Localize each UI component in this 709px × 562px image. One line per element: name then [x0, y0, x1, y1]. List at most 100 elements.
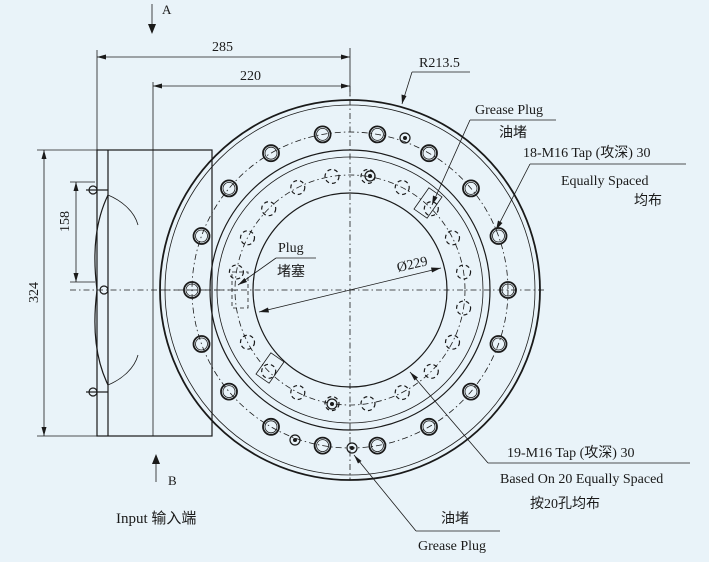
callout-tap-inner: 19-M16 Tap (攻深) 30 Based On 20 Equally S…: [409, 371, 690, 512]
outer-tap-hole: [499, 281, 517, 299]
outer-tap-hole: [368, 436, 387, 455]
inner-tap-hole: [261, 363, 277, 379]
grease-plug-dot: [330, 402, 334, 406]
tap-outer-line3: 均布: [634, 193, 662, 209]
tap-outer-line2: Equally Spaced: [561, 174, 648, 189]
outer-tap-hole: [489, 227, 508, 245]
inner-tap-hole: [324, 396, 340, 412]
grease-plug-marker: [399, 132, 411, 144]
inner-tap-hole: [394, 179, 410, 196]
plug-cn: 堵塞: [277, 263, 305, 280]
callout-grease-plug-top: Grease Plug 油堵: [431, 103, 556, 206]
grease-plug-marker: [364, 170, 376, 182]
diameter-text: Ø229: [396, 254, 430, 276]
inner-tap-hole: [290, 179, 306, 196]
inner-tap-hole: [290, 384, 306, 401]
inner-tap-hole: [239, 334, 256, 350]
outer-tap-hole: [420, 417, 438, 436]
tap-inner-line2: Based On 20 Equally Spaced: [500, 472, 663, 487]
dimension-324-text: 324: [27, 282, 42, 303]
inner-tap-hole: [444, 230, 461, 246]
tap-outer-line1: 18-M16 Tap (攻深) 30: [523, 145, 650, 161]
dimension-diameter: Ø229: [396, 254, 430, 276]
plug-en: Plug: [278, 241, 304, 256]
dimension-220-text: 220: [240, 69, 261, 84]
inner-tap-hole: [394, 384, 410, 401]
grease-plug-top-en: Grease Plug: [475, 103, 543, 118]
outer-tap-hole-thread: [185, 283, 199, 297]
outer-tap-hole: [183, 281, 201, 299]
dimension-285-text: 285: [212, 40, 233, 55]
tap-inner-line3: 按20孔均布: [530, 496, 600, 512]
outer-tap-hole-thread: [422, 420, 436, 434]
inner-tap-hole: [444, 334, 461, 350]
diameter-arrow-left: [259, 307, 269, 313]
radius-text: R213.5: [419, 56, 460, 71]
grease-channel-bottom: [255, 352, 285, 384]
dimension-324: 324: [27, 149, 100, 437]
outer-tap-hole: [220, 382, 238, 401]
grease-plug-top-cn: 油堵: [499, 125, 527, 141]
outer-tap-hole: [262, 144, 280, 163]
outer-tap-hole-thread: [464, 385, 478, 399]
inner-tap-hole: [239, 230, 256, 246]
outer-tap-hole-thread: [422, 146, 436, 160]
inner-tap-hole: [423, 201, 439, 217]
plug-section: [231, 271, 249, 309]
dimension-158-text: 158: [58, 211, 73, 232]
inner-bolt-circle: [234, 174, 466, 406]
outer-tap-hole: [192, 227, 211, 245]
section-b-label: B: [168, 473, 177, 488]
grease-plug-marker: [289, 434, 301, 446]
section-marker-b: B: [152, 454, 177, 488]
outer-tap-hole-thread: [370, 127, 384, 141]
callout-tap-outer: 18-M16 Tap (攻深) 30 Equally Spaced 均布: [495, 145, 686, 231]
outer-tap-hole-thread: [316, 127, 330, 141]
inner-tap-hole: [456, 300, 472, 316]
dimension-220: 220: [152, 69, 350, 150]
outer-tap-hole: [462, 179, 480, 198]
section-marker-a: A: [148, 2, 172, 34]
diameter-arrow-right: [431, 267, 441, 273]
outer-tap-hole-thread: [195, 337, 208, 351]
callout-grease-plug-bottom: 油堵 Grease Plug: [353, 454, 500, 554]
grease-plug-marker: [326, 398, 338, 410]
section-a-label: A: [162, 2, 172, 17]
outer-tap-hole-thread: [501, 283, 515, 297]
outer-tap-hole: [192, 335, 211, 353]
outer-tap-hole-thread: [492, 337, 505, 351]
outer-tap-hole-thread: [264, 420, 278, 434]
outer-tap-hole-thread: [222, 181, 236, 195]
grease-plug-bottom-cn: 油堵: [441, 511, 469, 527]
tap-inner-line1: 19-M16 Tap (攻深) 30: [507, 445, 634, 461]
outer-tap-hole-thread: [370, 439, 384, 453]
inner-tap-hole: [456, 264, 472, 280]
dimension-radius: R213.5: [401, 56, 470, 105]
slewing-ring: [159, 86, 545, 481]
callout-plug: Plug 堵塞: [237, 241, 316, 286]
outer-tap-hole-thread: [195, 229, 208, 243]
diameter-leader: [258, 267, 442, 313]
grease-plug-marker: [346, 442, 358, 454]
inner-tap-hole: [360, 396, 376, 412]
dimension-285: 285: [96, 40, 351, 150]
inner-tap-hole: [228, 264, 244, 280]
grease-channel-top: [413, 187, 443, 219]
outer-tap-hole: [220, 179, 238, 198]
outer-tap-hole: [420, 144, 438, 163]
outer-tap-hole-thread: [492, 229, 505, 243]
input-label: Input 输入端: [116, 510, 196, 527]
outer-tap-hole: [462, 382, 480, 401]
grease-plug-dot: [350, 446, 354, 450]
grease-plug-bottom-en: Grease Plug: [418, 539, 486, 554]
outer-tap-hole-thread: [222, 385, 236, 399]
worm-housing: [70, 149, 240, 437]
outer-tap-hole: [368, 125, 387, 144]
grease-plug-dot: [403, 136, 407, 140]
grease-plug-dot: [368, 174, 372, 178]
outer-tap-hole: [489, 335, 508, 353]
inner-tap-hole: [324, 168, 340, 184]
inner-tap-hole: [423, 363, 439, 379]
